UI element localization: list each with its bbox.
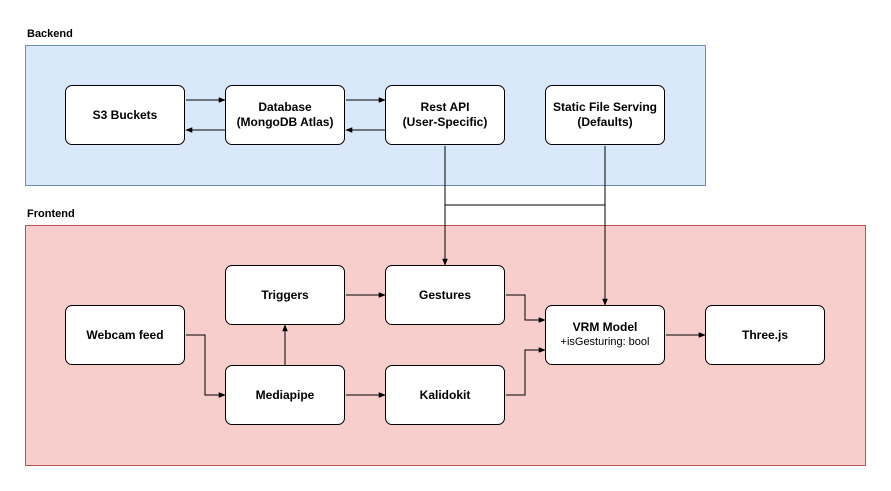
static-file-serving-subtitle: (Defaults) [577, 115, 633, 129]
frontend-group-label: Frontend [27, 208, 75, 220]
rest-api-title: Rest API [420, 100, 470, 114]
gestures-title: Gestures [418, 287, 472, 302]
rest-api-subtitle: (User-Specific) [402, 115, 488, 129]
s3-buckets-title: S3 Buckets [92, 107, 158, 122]
triggers-title: Triggers [261, 287, 309, 302]
static-file-serving-node: Static File Serving (Defaults) [545, 85, 665, 145]
static-file-serving-title: Static File Serving [552, 100, 658, 114]
mediapipe-title: Mediapipe [255, 387, 315, 402]
kalidokit-node: Kalidokit [385, 365, 505, 425]
database-node: Database (MongoDB Atlas) [225, 85, 345, 145]
webcam-feed-title: Webcam feed [86, 327, 164, 342]
mediapipe-node: Mediapipe [225, 365, 345, 425]
database-subtitle: (MongoDB Atlas) [236, 115, 334, 129]
s3-buckets-node: S3 Buckets [65, 85, 185, 145]
backend-group-label: Backend [27, 28, 73, 40]
kalidokit-title: Kalidokit [419, 387, 471, 402]
webcam-feed-node: Webcam feed [65, 305, 185, 365]
database-title: Database [258, 100, 312, 114]
triggers-node: Triggers [225, 265, 345, 325]
threejs-node: Three.js [705, 305, 825, 365]
vrm-model-attribute: +isGesturing: bool [560, 336, 650, 348]
rest-api-node: Rest API (User-Specific) [385, 85, 505, 145]
gestures-node: Gestures [385, 265, 505, 325]
vrm-model-node: VRM Model +isGesturing: bool [545, 305, 665, 365]
vrm-model-title: VRM Model [572, 320, 638, 334]
threejs-title: Three.js [741, 327, 789, 342]
